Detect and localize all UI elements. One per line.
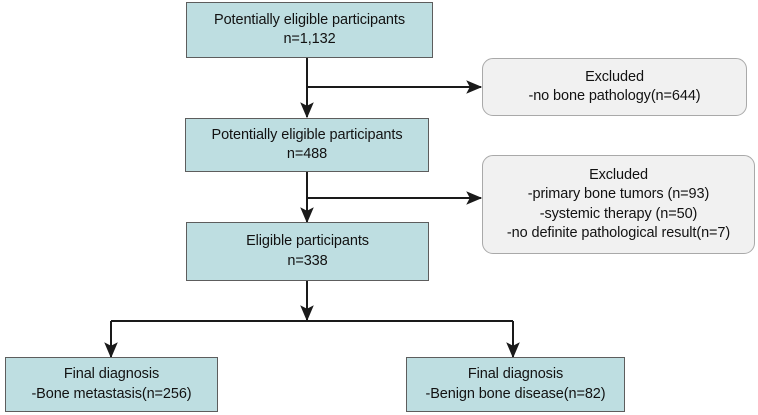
node-screened-line1: Potentially eligible participants	[211, 126, 403, 143]
node-enrolled-line1: Potentially eligible participants	[214, 11, 405, 28]
node-eligible-line2: n=338	[287, 252, 328, 269]
node-diagnosis-right-line1: Final diagnosis	[467, 366, 564, 383]
node-diagnosis-left: Final diagnosis -Bone metastasis(n=256)	[5, 357, 218, 412]
node-diagnosis-left-line2: -Bone metastasis(n=256)	[31, 385, 192, 402]
node-diagnosis-right: Final diagnosis -Benign bone disease(n=8…	[406, 357, 625, 412]
node-excluded-second-line4: -no definite pathological result(n=7)	[506, 224, 731, 241]
node-excluded-second-line1: Excluded	[589, 167, 648, 184]
node-eligible: Eligible participants n=338	[186, 222, 429, 281]
node-excluded-first: Excluded -no bone pathology(n=644)	[482, 58, 747, 116]
node-enrolled-line2: n=1,132	[283, 31, 336, 47]
node-excluded-second-line3: -systemic therapy (n=50)	[539, 205, 698, 222]
node-excluded-second: Excluded -primary bone tumors (n=93) -sy…	[482, 155, 755, 254]
node-diagnosis-left-line1: Final diagnosis	[63, 366, 160, 383]
node-excluded-second-line2: -primary bone tumors (n=93)	[527, 186, 710, 203]
node-excluded-first-line1: Excluded	[585, 68, 644, 85]
node-eligible-line1: Eligible participants	[246, 233, 369, 250]
node-screened-line2: n=488	[286, 146, 328, 162]
node-excluded-first-line2: -no bone pathology(n=644)	[528, 88, 701, 104]
node-enrolled: Potentially eligible participants n=1,13…	[186, 2, 433, 58]
node-diagnosis-right-line2: -Benign bone disease(n=82)	[425, 385, 606, 402]
node-screened: Potentially eligible participants n=488	[185, 118, 429, 172]
